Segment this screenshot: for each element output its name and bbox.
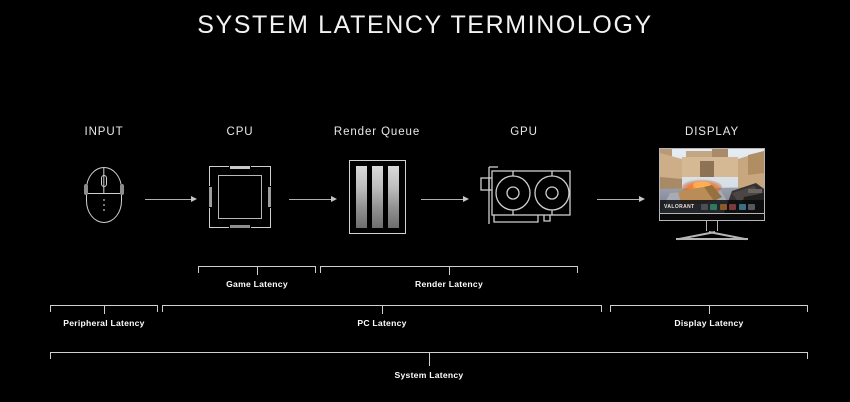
monitor-screen: VALORANT <box>659 148 765 214</box>
bracket-game-latency-tick <box>257 266 259 275</box>
render-queue-bar-1 <box>355 166 367 228</box>
stage-label-gpu: GPU <box>510 126 538 138</box>
bracket-render-latency-cap-right <box>576 266 578 273</box>
arrow-queue-gpu-line <box>421 199 465 201</box>
gpu-card-svg <box>480 166 571 224</box>
bracket-label-peripheral-latency: Peripheral Latency <box>63 318 145 328</box>
arrow-queue-gpu-head <box>463 196 469 202</box>
mouse-side-button-right <box>120 184 124 195</box>
cpu-corner-bottom-right <box>251 208 271 228</box>
bracket-render-latency-cap-left <box>320 266 322 273</box>
bracket-game-latency-cap-right <box>314 266 316 273</box>
cpu-tab-top <box>230 166 250 169</box>
mouse-divider-line <box>87 193 121 195</box>
monitor-neck <box>706 221 718 231</box>
hud-chip-5 <box>738 203 746 210</box>
render-queue-bar-2 <box>371 166 383 228</box>
hud-chip-6 <box>748 203 756 210</box>
hud-chip-2 <box>710 203 718 210</box>
mouse-side-button-left <box>84 184 88 195</box>
bracket-label-pc-latency: PC Latency <box>357 318 407 328</box>
stage-label-cpu: CPU <box>226 126 254 138</box>
stage-label-input: INPUT <box>84 126 124 138</box>
cpu-tab-left <box>209 187 212 207</box>
bracket-display-latency-cap-right <box>806 305 808 312</box>
cpu-corner-top-left <box>209 166 229 186</box>
arrow-gpu-display-line <box>597 199 641 201</box>
monitor-base-foot <box>676 238 748 240</box>
hud-chip-1 <box>700 203 708 210</box>
monitor-icon: VALORANT <box>659 148 765 246</box>
bracket-label-system-latency: System Latency <box>394 370 464 380</box>
monitor-shape: VALORANT <box>659 148 765 246</box>
arrow-cpu-queue-head <box>331 196 337 202</box>
mouse-scroll-wheel <box>101 175 107 187</box>
bracket-pc-latency-cap-left <box>162 305 164 312</box>
gpu-card-icon <box>476 166 572 232</box>
cpu-tab-bottom <box>230 225 250 228</box>
arrow-gpu-display-head <box>639 196 645 202</box>
cpu-inner-square <box>218 175 262 219</box>
cpu-chip-icon <box>209 166 271 228</box>
stage-label-render-queue: Render Queue <box>333 126 421 138</box>
page-title: SYSTEM LATENCY TERMINOLOGY <box>197 11 653 39</box>
bracket-system-latency-cap-right <box>806 352 808 359</box>
hud-chip-3 <box>719 203 727 210</box>
arrow-cpu-queue-line <box>289 199 333 201</box>
bracket-system-latency-tick <box>429 352 431 366</box>
arrow-input-cpu-line <box>145 199 193 201</box>
bracket-peripheral-latency-cap-right <box>156 305 158 312</box>
bracket-label-game-latency: Game Latency <box>226 279 288 289</box>
cpu-outer-frame <box>209 166 271 228</box>
cpu-corner-top-right <box>251 166 271 186</box>
mouse-dot-1 <box>103 199 105 201</box>
mouse-body-shape <box>84 167 124 223</box>
game-hud-bar: VALORANT <box>660 200 764 213</box>
mouse-button-split <box>103 168 105 193</box>
bracket-peripheral-latency-tick <box>104 305 106 314</box>
render-queue-icon <box>348 160 406 234</box>
mouse-icon <box>81 167 127 227</box>
mouse-dot-3 <box>103 209 105 211</box>
bracket-label-render-latency: Render Latency <box>415 279 483 289</box>
bracket-pc-latency-tick <box>382 305 384 314</box>
stage-label-display: DISPLAY <box>684 126 740 138</box>
arrow-input-cpu-head <box>191 196 197 202</box>
bracket-render-latency-tick <box>449 266 451 275</box>
bracket-peripheral-latency-cap-left <box>50 305 52 312</box>
bracket-system-latency-cap-left <box>50 352 52 359</box>
bracket-game-latency-cap-left <box>198 266 200 273</box>
cpu-corner-bottom-left <box>209 208 229 228</box>
monitor-bezel-chin <box>659 214 765 221</box>
bracket-label-display-latency: Display Latency <box>674 318 744 328</box>
bracket-pc-latency-cap-right <box>600 305 602 312</box>
bracket-display-latency-cap-left <box>610 305 612 312</box>
mouse-dot-2 <box>103 204 105 206</box>
cpu-tab-right <box>268 187 271 207</box>
render-queue-frame <box>348 160 406 234</box>
render-queue-bar-3 <box>387 166 399 228</box>
bracket-display-latency-tick <box>709 305 711 314</box>
game-hud-logo: VALORANT <box>664 203 695 210</box>
game-scene: VALORANT <box>660 149 764 213</box>
hud-chip-4 <box>729 203 737 210</box>
